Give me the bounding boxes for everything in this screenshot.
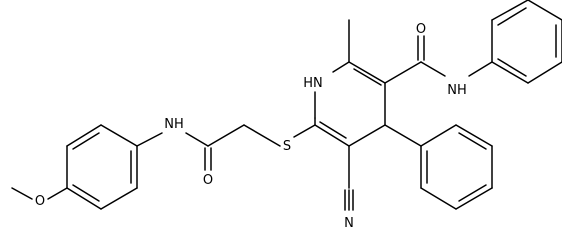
bond-c6-s xyxy=(293,124,316,138)
bond-carbonyl-n xyxy=(420,61,446,77)
dihydropyridine-ring xyxy=(314,61,386,147)
bond-c2-c3 xyxy=(348,61,386,84)
structure-canvas: HN NH O S N NH O O xyxy=(11,0,562,231)
label-nitrile-n: N xyxy=(344,216,354,231)
bond-c5-c6-inner xyxy=(319,121,347,139)
bond-o-methyl xyxy=(11,187,33,200)
thioether-linker xyxy=(136,124,316,171)
bond-c2-c3-inner xyxy=(353,68,382,86)
bond-ch2-co xyxy=(207,124,245,147)
bond-c4-phenyl xyxy=(384,124,422,147)
methoxy-group xyxy=(11,187,68,200)
right-carboxamide xyxy=(384,35,493,84)
bond-n1-c2 xyxy=(332,61,350,73)
bond-aryl-o xyxy=(47,187,68,200)
label-methoxy-o: O xyxy=(35,194,45,209)
n-phenyl-ring xyxy=(491,0,562,84)
bond-c3-carbonyl xyxy=(384,61,422,84)
bond-n-phenyl xyxy=(468,61,493,77)
bond-co-nh xyxy=(185,132,209,147)
bond-nh-aryl xyxy=(136,132,163,147)
label-amide-nh-right: NH xyxy=(447,83,467,98)
bond-c5-c6 xyxy=(314,124,350,147)
label-amide-o-right: O xyxy=(416,22,426,37)
methoxyphenyl-ring xyxy=(66,124,138,210)
label-amide-o-left: O xyxy=(203,173,213,188)
label-ring-nh: HN xyxy=(303,76,323,91)
label-amide-nh-left: NH xyxy=(164,117,184,132)
c4-phenyl-ring xyxy=(384,124,493,210)
nitrile-group xyxy=(344,145,354,211)
molecule-structure: HN NH O S N NH O O xyxy=(11,0,562,231)
label-sulfur: S xyxy=(283,139,291,154)
bond-s-ch2 xyxy=(243,124,281,147)
bond-c4-c5 xyxy=(348,124,386,147)
